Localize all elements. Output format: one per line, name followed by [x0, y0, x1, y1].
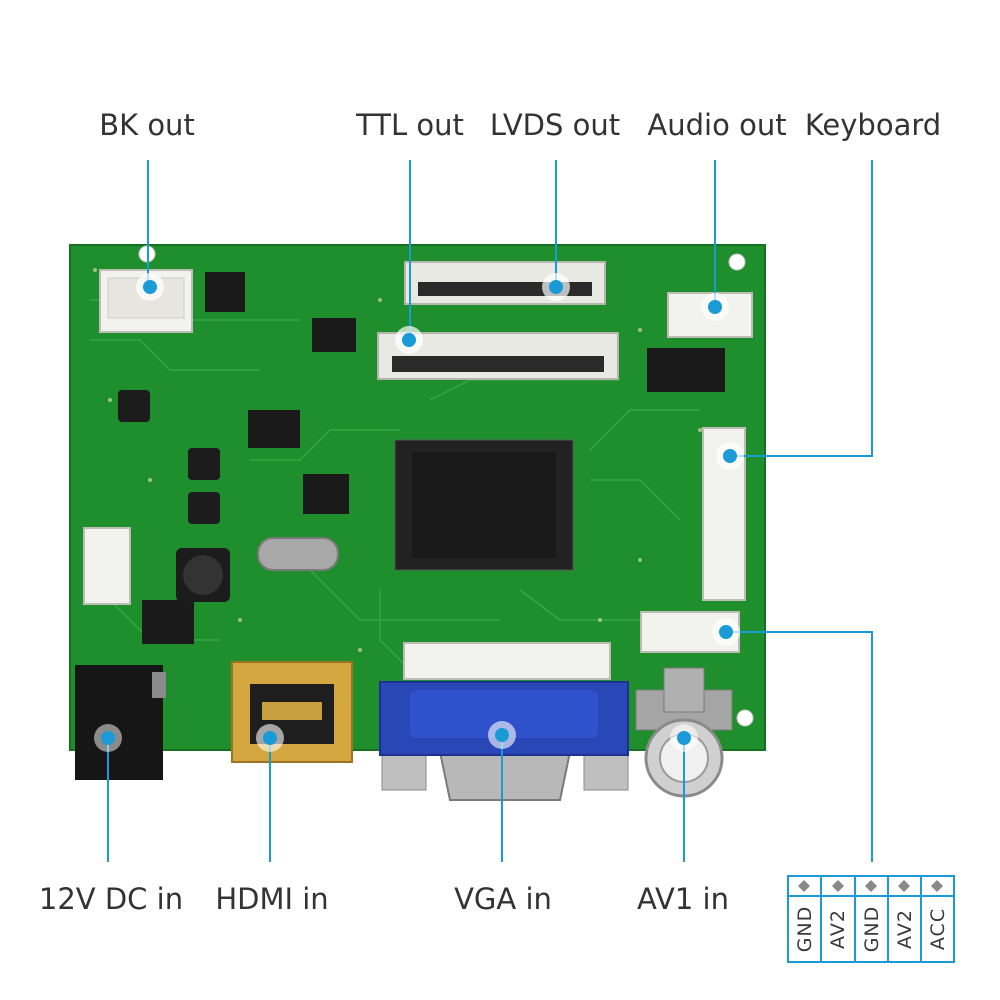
- pin-label: ACC: [926, 907, 949, 951]
- callout-lines: [107, 160, 873, 862]
- label-dc-in: 12V DC in: [38, 882, 184, 916]
- label-bk-out: BK out: [99, 108, 195, 142]
- label-keyboard: Keyboard: [804, 108, 942, 142]
- pin-cell-5: ACC: [921, 896, 954, 962]
- marker-av1-in: [670, 724, 698, 752]
- main-chip: [394, 439, 574, 571]
- side-connector: [83, 527, 131, 605]
- pin-cell-1: GND: [788, 896, 821, 962]
- vga-connector: [379, 681, 629, 801]
- pin-cell-3: GND: [855, 896, 888, 962]
- pin-cell-2: AV2: [821, 896, 855, 962]
- label-audio-out: Audio out: [647, 108, 787, 142]
- label-vga-in: VGA in: [454, 882, 552, 916]
- lvds-connector: [404, 261, 606, 305]
- vga-header-connector: [403, 642, 611, 680]
- marker-av2: [712, 618, 740, 646]
- secondary-chips: [142, 272, 725, 644]
- marker-keyboard: [716, 442, 744, 470]
- marker-audio-out: [701, 293, 729, 321]
- dc-jack: [75, 665, 166, 780]
- pinout-table-frame: [787, 875, 955, 963]
- pin-label: AV2: [893, 909, 916, 949]
- marker-lvds-out: [542, 273, 570, 301]
- pin-cell-4: AV2: [888, 896, 921, 962]
- label-av1-in: AV1 in: [637, 882, 729, 916]
- marker-bk-out: [136, 273, 164, 301]
- marker-hdmi-in: [256, 724, 284, 752]
- av1-rca-jack: [635, 667, 733, 798]
- pin-label: GND: [860, 905, 883, 953]
- pin-label: AV2: [827, 909, 849, 949]
- label-ttl-out: TTL out: [356, 108, 464, 142]
- callout-markers: [94, 273, 744, 752]
- marker-ttl-out: [395, 326, 423, 354]
- pin-label: GND: [793, 905, 816, 953]
- hdmi-connector: [231, 661, 353, 763]
- crystal: [257, 537, 339, 571]
- label-hdmi-in: HDMI in: [215, 882, 329, 916]
- marker-vga-in: [488, 721, 516, 749]
- label-lvds-out: LVDS out: [489, 108, 621, 142]
- marker-dc-in: [94, 724, 122, 752]
- inductors: [118, 390, 230, 602]
- pinout-diamonds: [798, 880, 943, 892]
